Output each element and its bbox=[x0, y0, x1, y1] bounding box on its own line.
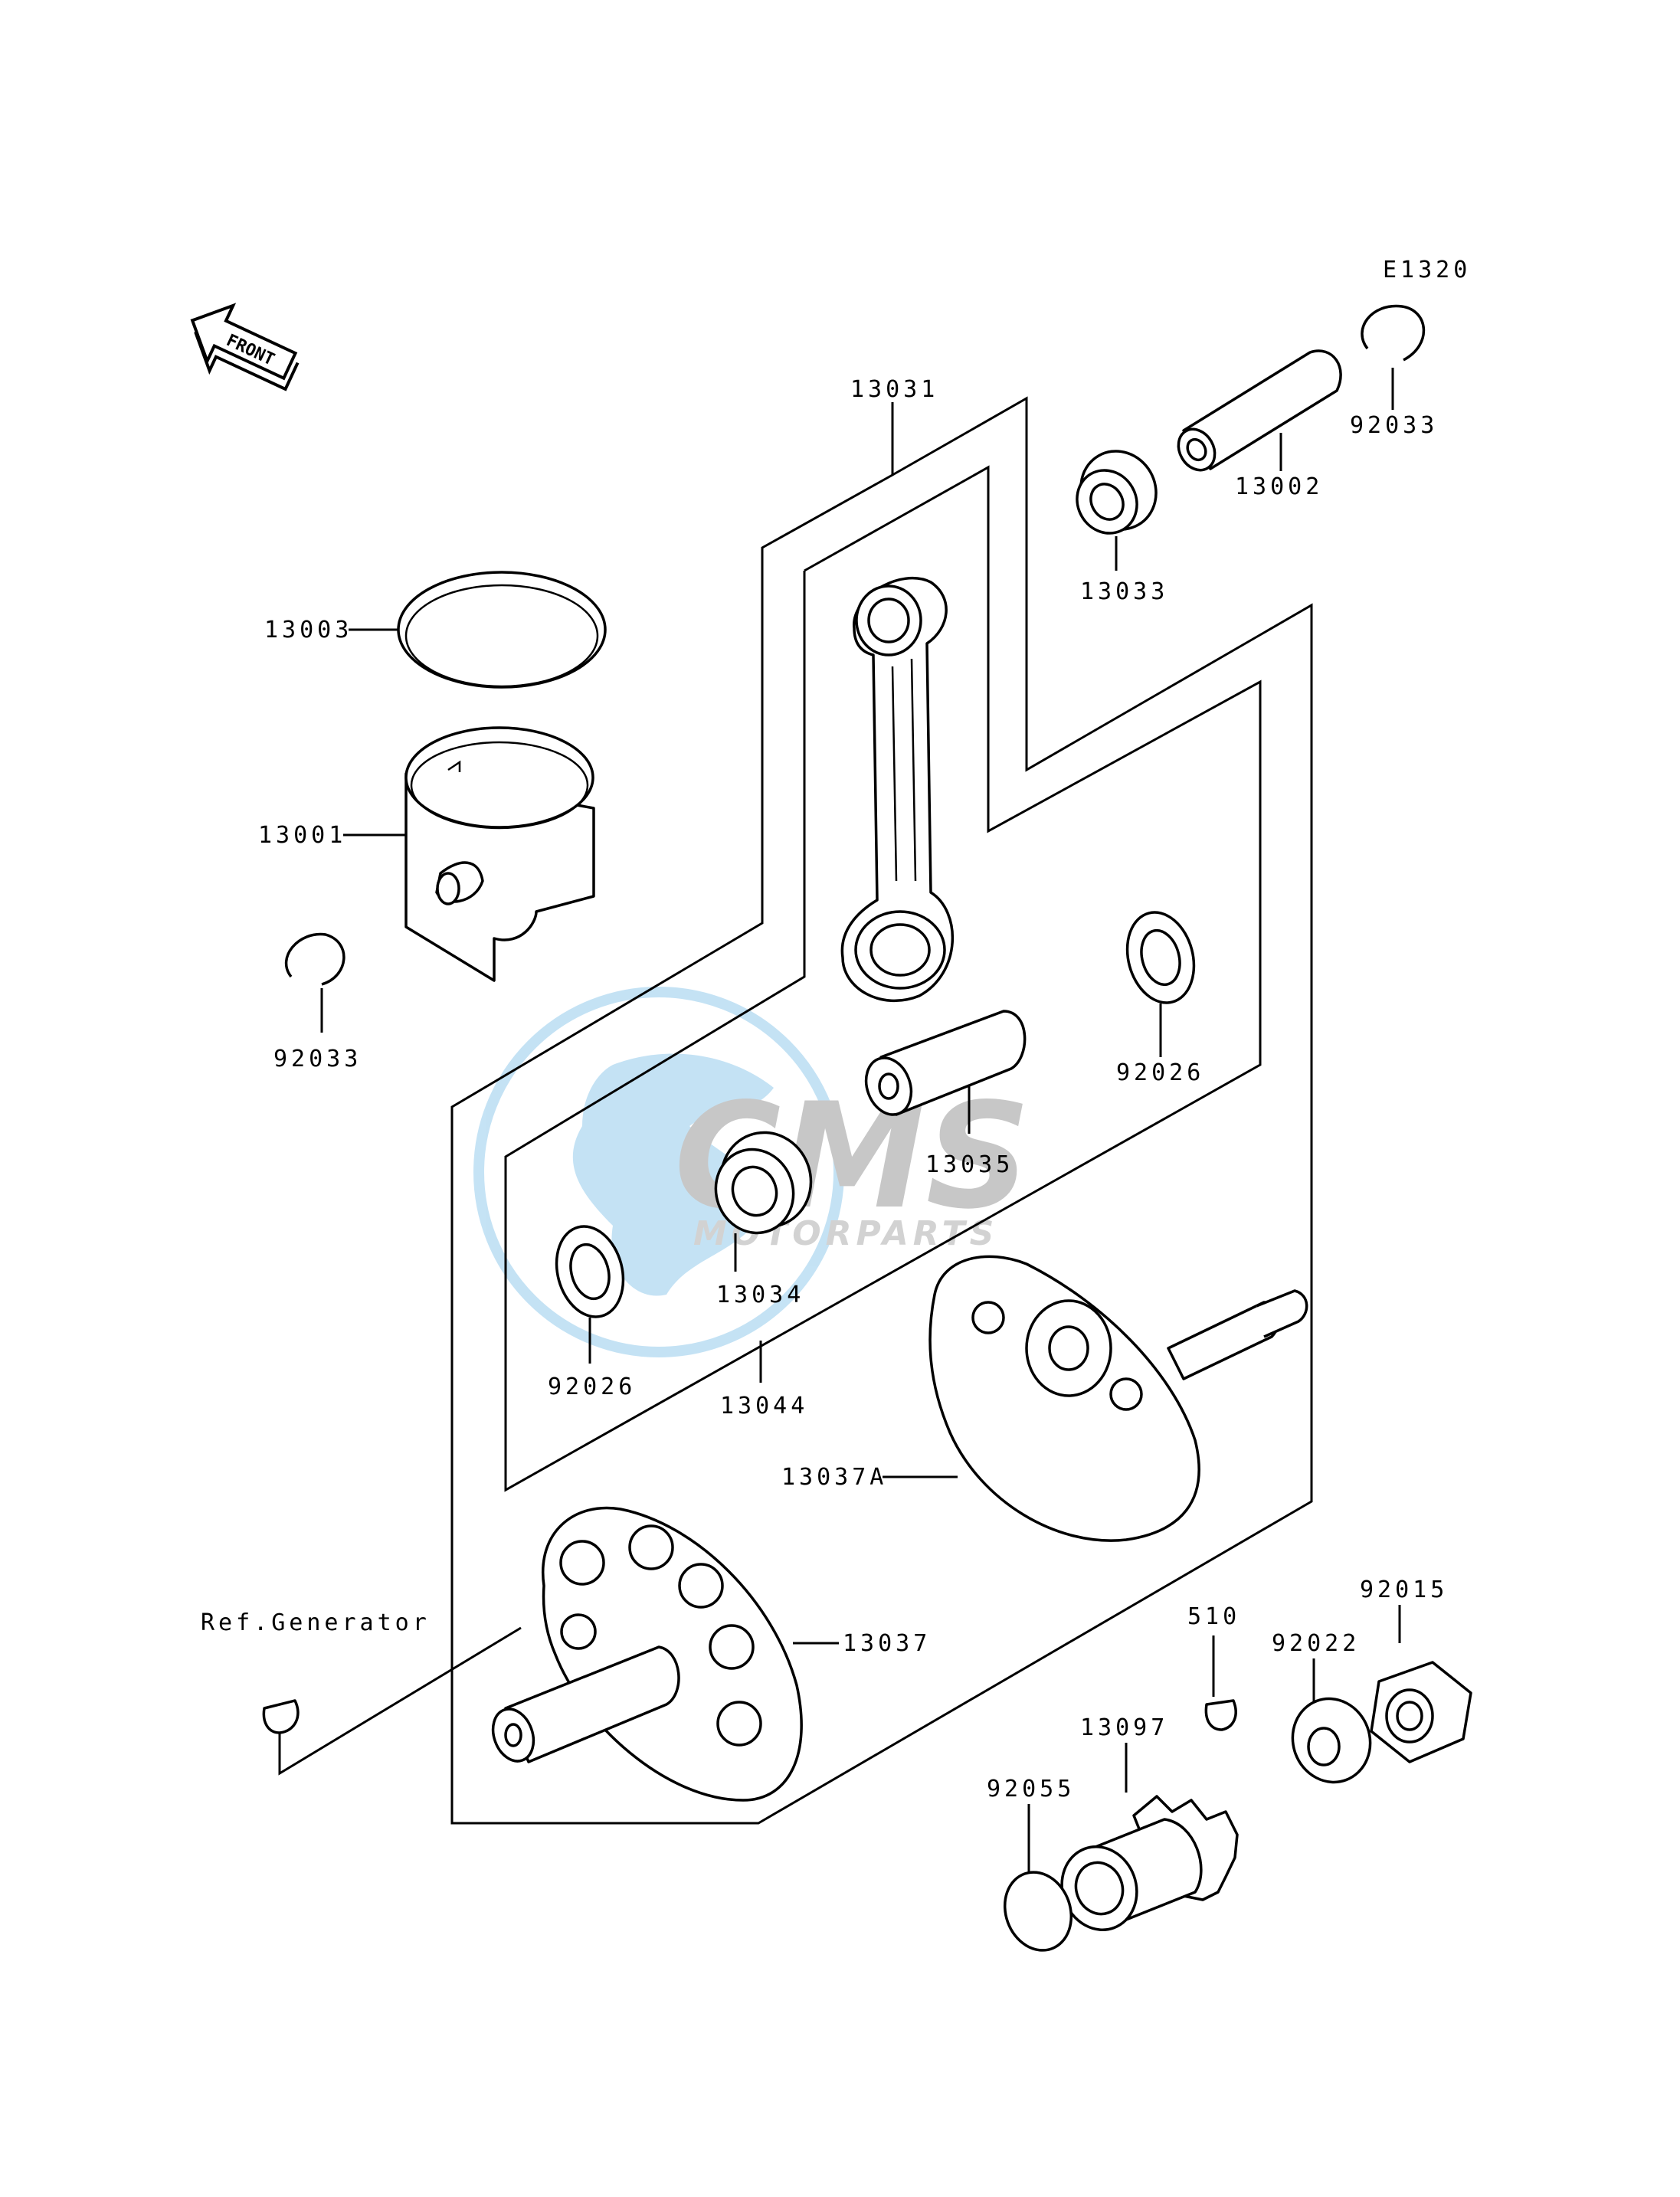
outline-13044 bbox=[504, 465, 1262, 1492]
piston-13001 bbox=[404, 726, 595, 982]
piston-pin-13002 bbox=[1177, 349, 1342, 472]
label-92015: 92015 bbox=[1360, 1577, 1448, 1603]
label-13001: 13001 bbox=[258, 822, 346, 849]
circlip-92033-left bbox=[285, 932, 345, 986]
needle-bearing-13033 bbox=[1076, 450, 1158, 535]
label-13033: 13033 bbox=[1080, 578, 1168, 605]
outline-13031 bbox=[450, 396, 1313, 1825]
leader-lines bbox=[278, 368, 1401, 1875]
piston-ring-13003 bbox=[397, 571, 607, 689]
label-92026-left: 92026 bbox=[548, 1374, 636, 1400]
label-92055: 92055 bbox=[987, 1776, 1075, 1802]
woodruff-key-ref-generator bbox=[262, 1699, 300, 1734]
needle-bearing-13034 bbox=[714, 1131, 813, 1235]
woodruff-key-510 bbox=[1204, 1699, 1237, 1731]
washer-92022 bbox=[1291, 1697, 1372, 1784]
connecting-rod-13031 bbox=[840, 577, 954, 1003]
label-13003: 13003 bbox=[264, 617, 352, 643]
gear-13097 bbox=[1060, 1795, 1239, 1931]
circlip-92033-top bbox=[1361, 304, 1426, 362]
label-13044: 13044 bbox=[720, 1393, 808, 1419]
front-arrow-icon: FRONT bbox=[190, 303, 300, 391]
label-92033-left: 92033 bbox=[273, 1046, 362, 1072]
label-510: 510 bbox=[1187, 1603, 1240, 1630]
label-ref-generator: Ref.Generator bbox=[201, 1609, 431, 1636]
label-92033-top: 92033 bbox=[1350, 412, 1438, 439]
diagram-code: E1320 bbox=[1383, 257, 1471, 283]
label-92022: 92022 bbox=[1272, 1630, 1360, 1657]
label-92026-right: 92026 bbox=[1116, 1059, 1204, 1086]
o-ring-92055 bbox=[1003, 1871, 1073, 1952]
nut-92015 bbox=[1370, 1661, 1472, 1763]
label-13037A: 13037A bbox=[781, 1464, 887, 1491]
label-13002: 13002 bbox=[1235, 473, 1323, 500]
thrust-washer-92026-right bbox=[1125, 911, 1196, 1004]
thrust-washer-92026-left bbox=[555, 1225, 625, 1318]
label-13037: 13037 bbox=[843, 1630, 931, 1657]
label-13034: 13034 bbox=[716, 1282, 804, 1308]
label-13035: 13035 bbox=[925, 1151, 1014, 1178]
label-13097: 13097 bbox=[1080, 1714, 1168, 1741]
crankpin-13035 bbox=[864, 1010, 1027, 1116]
crankshaft-half-13037 bbox=[491, 1506, 803, 1802]
crankshaft-half-13037A bbox=[928, 1255, 1308, 1542]
label-13031: 13031 bbox=[850, 376, 938, 403]
